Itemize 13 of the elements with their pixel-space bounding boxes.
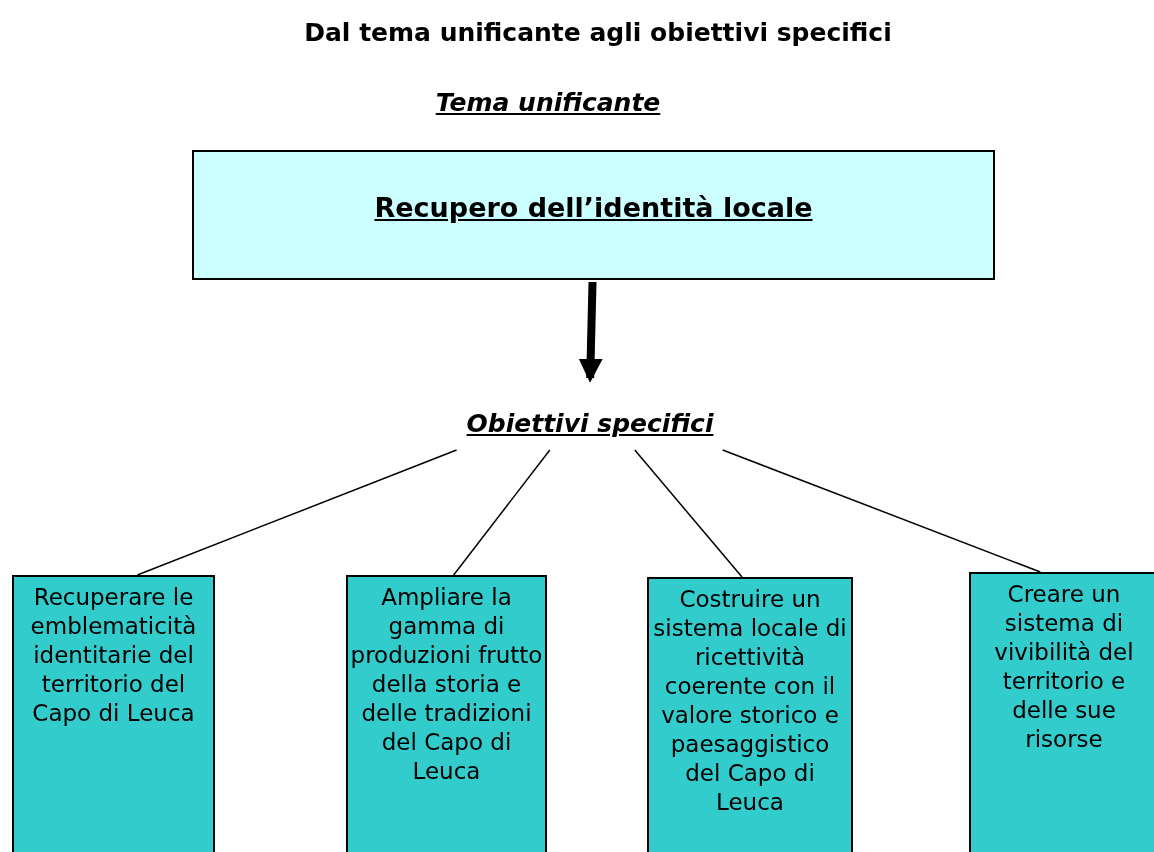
objective-box: Creare un sistema di vivibilità del territorio e delle sue risorse (969, 572, 1154, 852)
connector-line (452, 449, 551, 576)
diagram-title: Dal tema unificante agli obiettivi specifici (303, 17, 893, 49)
theme-box: Recupero dell’identità locale (192, 150, 995, 280)
connector-line (136, 449, 458, 576)
arrow (578, 281, 603, 383)
connector-line (721, 449, 1042, 573)
objective-box: Costruire un sistema locale di ricettività coerente con il valore storico e paesaggistico del Capo di Leuca (647, 577, 853, 852)
objective-box: Recuperare le emblematicità identitarie del territorio del Capo di Leuca (12, 575, 215, 852)
connector-line (634, 449, 743, 578)
section-heading: Tema unificante (434, 87, 662, 119)
objective-box: Ampliare la gamma di produzioni frutto della storia e delle tradizioni del Capo di Leuca (346, 575, 547, 852)
section-heading: Obiettivi specifici (440, 400, 740, 448)
